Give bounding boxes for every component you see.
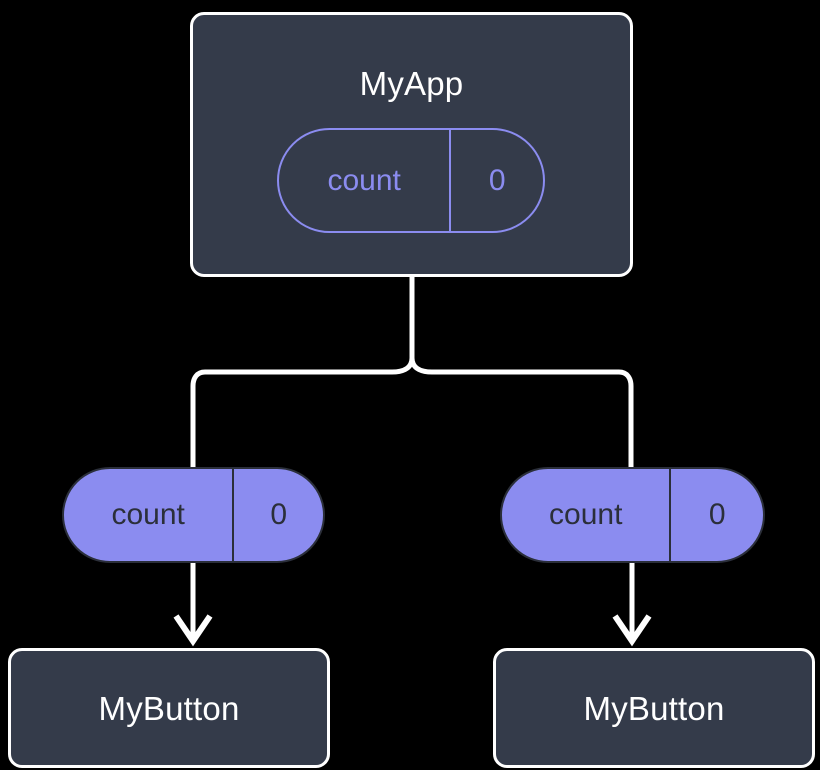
state-pill-key-right: count [502, 469, 672, 561]
state-pill-value-right: 0 [708, 498, 726, 531]
arrowhead-right [612, 614, 652, 647]
arrowhead-left [173, 614, 213, 647]
edge-root-to-left-state [190, 274, 415, 470]
state-pill-key-myapp: count [279, 130, 452, 231]
component-node-mybutton-right[interactable]: MyButton [493, 648, 815, 768]
state-pill-value-myapp: 0 [488, 163, 506, 197]
component-label-mybutton-left: MyButton [98, 689, 240, 727]
state-pill-value-left: 0 [270, 498, 288, 531]
component-node-mybutton-left[interactable]: MyButton [8, 648, 330, 768]
component-label-mybutton-right: MyButton [583, 689, 725, 727]
state-pill-key-left: count [64, 469, 235, 561]
state-pill-left-count[interactable]: count 0 [62, 467, 325, 563]
state-pill-myapp-count[interactable]: count 0 [277, 128, 545, 233]
component-label-myapp: MyApp [359, 65, 464, 102]
edge-root-to-right-state [409, 355, 634, 470]
state-pill-right-count[interactable]: count 0 [500, 467, 765, 563]
